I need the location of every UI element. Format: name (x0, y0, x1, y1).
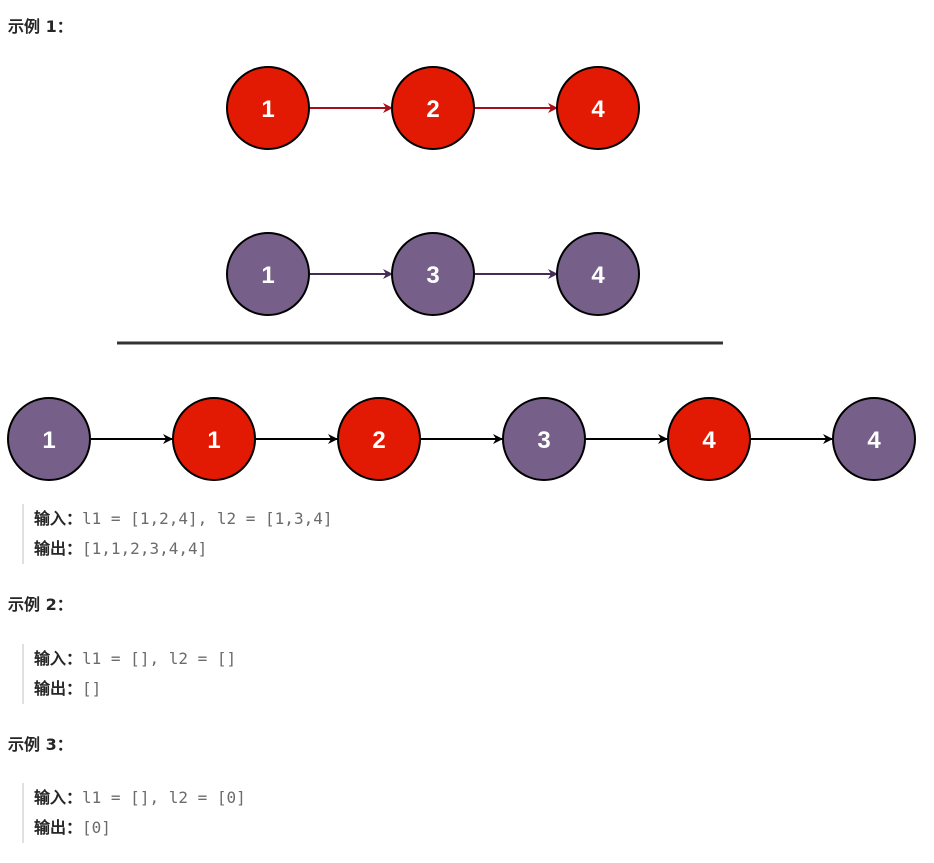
merge-lists-diagram: 1 2 4 1 3 4 (7, 66, 916, 481)
example-3-title: 示例 3： (8, 735, 73, 754)
example-3-input-line: 输入：l1 = [], l2 = [0] (34, 783, 246, 813)
output-value: [1,1,2,3,4,4] (82, 539, 208, 558)
merged-node: 1 (7, 397, 91, 481)
input-label: 输入： (34, 649, 83, 668)
svg-text:3: 3 (537, 427, 550, 454)
example-1-title: 示例 1： (8, 17, 73, 36)
merged-node: 4 (667, 397, 751, 481)
output-label: 输出： (34, 679, 83, 698)
output-value: [] (82, 679, 102, 698)
example-3-io: 输入：l1 = [], l2 = [0] 输出：[0] (22, 783, 246, 843)
merged-row: 1 1 2 3 4 4 (7, 397, 916, 481)
example-2-io: 输入：l1 = [], l2 = [] 输出：[] (22, 644, 236, 704)
svg-text:4: 4 (867, 427, 881, 454)
example-2-title: 示例 2： (8, 595, 73, 614)
svg-text:1: 1 (261, 262, 274, 289)
list2-row: 1 3 4 (226, 232, 640, 316)
example-2-input-line: 输入：l1 = [], l2 = [] (34, 644, 236, 674)
merged-node: 1 (172, 397, 256, 481)
svg-text:1: 1 (207, 427, 220, 454)
list2-node: 1 (226, 232, 310, 316)
merged-node: 3 (502, 397, 586, 481)
merged-node: 2 (337, 397, 421, 481)
svg-text:4: 4 (591, 96, 605, 123)
svg-text:2: 2 (426, 96, 439, 123)
list1-node: 4 (556, 66, 640, 150)
example-1-io: 输入：l1 = [1,2,4], l2 = [1,3,4] 输出：[1,1,2,… (22, 504, 332, 564)
list2-node: 3 (391, 232, 475, 316)
input-label: 输入： (34, 788, 83, 807)
svg-text:1: 1 (261, 96, 274, 123)
example-3-output-line: 输出：[0] (34, 813, 246, 843)
list2-node: 4 (556, 232, 640, 316)
input-value: l1 = [], l2 = [0] (82, 788, 246, 807)
input-value: l1 = [], l2 = [] (82, 649, 237, 668)
output-value: [0] (82, 818, 111, 837)
svg-text:2: 2 (372, 427, 385, 454)
example-1-input-line: 输入：l1 = [1,2,4], l2 = [1,3,4] (34, 504, 332, 534)
svg-text:3: 3 (426, 262, 439, 289)
svg-text:1: 1 (42, 427, 55, 454)
example-1-output-line: 输出：[1,1,2,3,4,4] (34, 534, 332, 564)
merged-node: 4 (832, 397, 916, 481)
svg-text:4: 4 (702, 427, 716, 454)
output-label: 输出： (34, 818, 83, 837)
input-label: 输入： (34, 509, 83, 528)
svg-text:4: 4 (591, 262, 605, 289)
list1-row: 1 2 4 (226, 66, 640, 150)
list1-node: 1 (226, 66, 310, 150)
input-value: l1 = [1,2,4], l2 = [1,3,4] (82, 509, 333, 528)
list1-node: 2 (391, 66, 475, 150)
output-label: 输出： (34, 539, 83, 558)
example-2-output-line: 输出：[] (34, 674, 236, 704)
